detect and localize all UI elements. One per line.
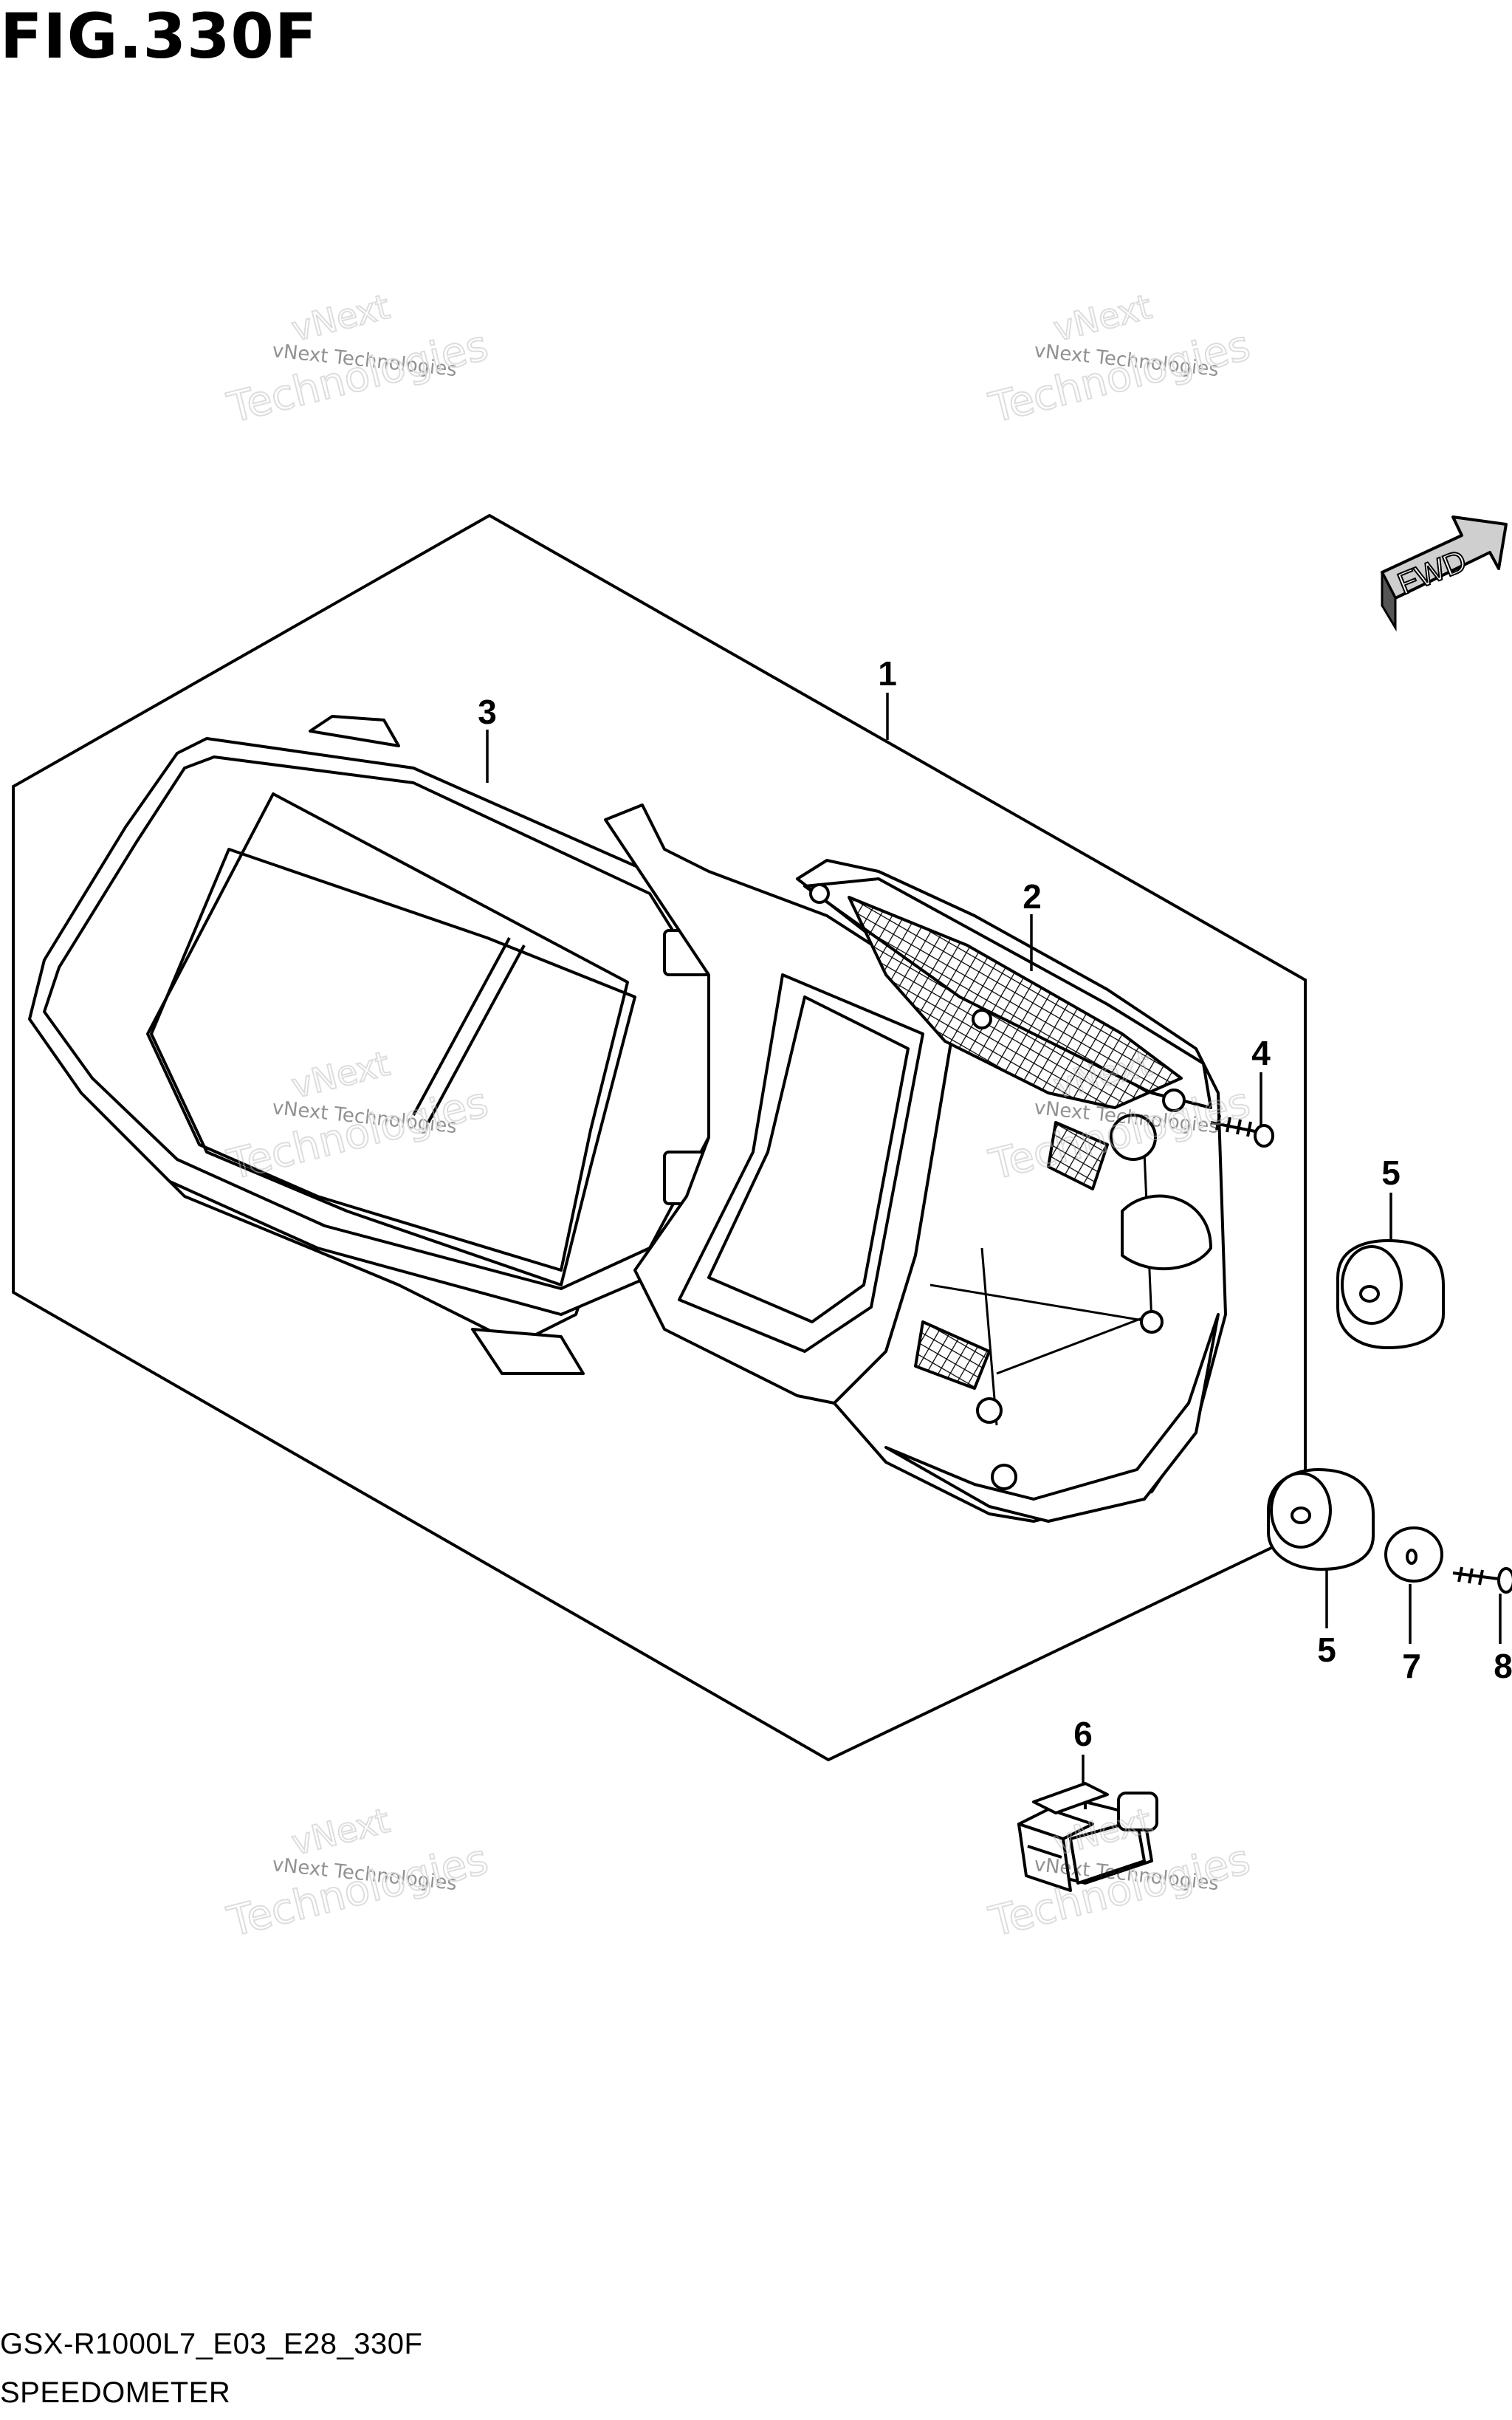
figure-title: FIG.330F (0, 0, 318, 72)
callout-3: 3 (478, 693, 497, 731)
watermark-big-2: Technologies (223, 1835, 493, 1946)
watermark-big-1: vNext (288, 287, 394, 349)
callout-8: 8 (1494, 1647, 1512, 1685)
section-name: SPEEDOMETER (0, 2376, 231, 2409)
callout-1: 1 (878, 654, 897, 693)
callout-labels: 1 2 3 4 5 5 6 7 8 (478, 654, 1512, 1753)
callout-5-upper: 5 (1381, 1154, 1401, 1192)
leader-lines (486, 693, 1502, 1786)
callout-6: 6 (1073, 1715, 1093, 1753)
watermark-big-1: vNext (288, 1800, 394, 1863)
watermark-big-1: vNext (1050, 287, 1155, 349)
model-code: GSX-R1000L7_E03_E28_330F (0, 2328, 423, 2360)
washer-part-7 (1384, 1526, 1443, 1583)
watermark-big-2: Technologies (985, 321, 1255, 432)
grommet-part-5-upper (1336, 1238, 1445, 1350)
screw-part-4 (1210, 1114, 1274, 1148)
rear-cover-part-2 (796, 859, 1227, 1523)
assembly-boundary (12, 513, 1307, 1762)
connector-part-6 (1017, 1782, 1158, 1892)
callout-7: 7 (1402, 1647, 1421, 1685)
fwd-arrow-icon: FWD (1381, 515, 1508, 632)
watermark-big-2: Technologies (223, 321, 493, 432)
callout-5-lower: 5 (1317, 1631, 1336, 1669)
grommet-part-5-lower (1267, 1467, 1375, 1571)
callout-4: 4 (1251, 1034, 1271, 1072)
callout-2: 2 (1023, 877, 1042, 916)
screw-part-8 (1452, 1566, 1512, 1594)
